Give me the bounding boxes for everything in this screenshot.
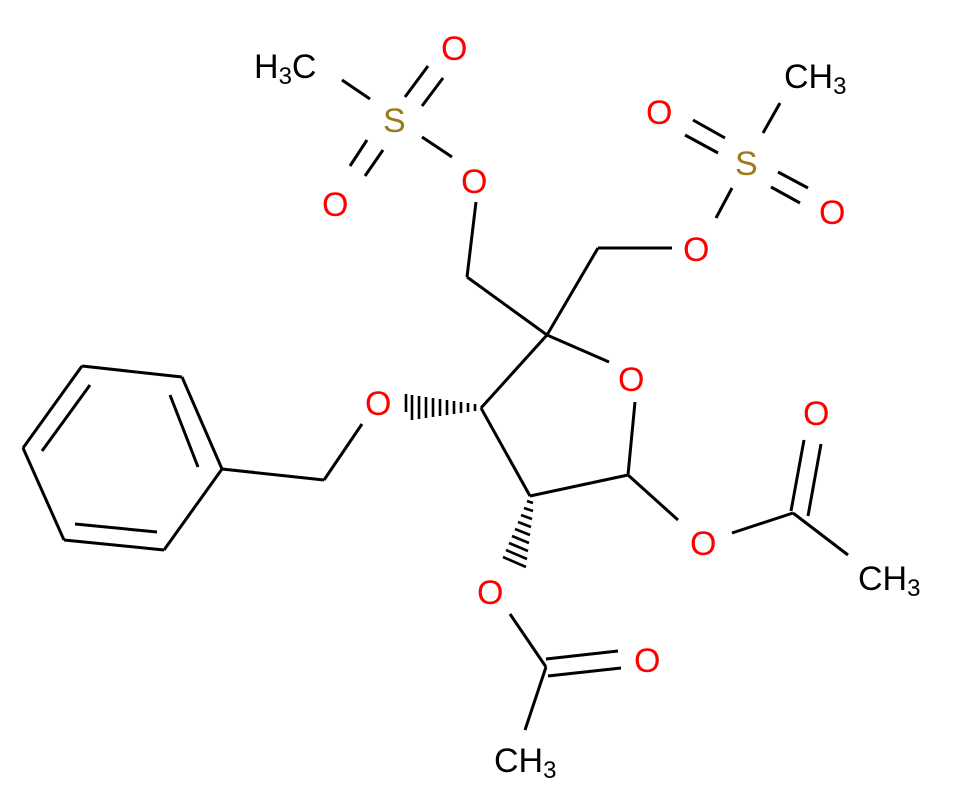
- c1-ester-oxygen-label: O: [690, 525, 716, 563]
- c1-acetate: [731, 439, 849, 557]
- mesyl-group-right: [598, 102, 809, 250]
- ms2-ester-oxygen-label: O: [683, 231, 709, 269]
- furanose-ring: [466, 247, 680, 522]
- ms1-sulfur-label: S: [383, 102, 406, 140]
- mesyl-group-left: [341, 65, 478, 278]
- ms1-ester-oxygen-label: O: [461, 163, 487, 201]
- ms2-oxygen-left-label: O: [646, 94, 672, 132]
- c2-ester-oxygen-label: O: [477, 574, 503, 612]
- c1-carbonyl-oxygen-label: O: [803, 395, 829, 433]
- ms1-oxygen-top-label: O: [441, 30, 467, 68]
- c2-carbonyl-oxygen-label: O: [634, 642, 660, 680]
- ms1-methyl-label: H3C: [254, 48, 316, 90]
- hashed-wedge-c2: [502, 499, 534, 569]
- benzyl-oxygen-label: O: [365, 385, 391, 423]
- c2-acetate: [508, 613, 622, 731]
- ms2-methyl-label: CH3: [784, 58, 846, 100]
- c1-acetyl-methyl-label: CH3: [858, 560, 920, 602]
- hashed-wedge-c3: [404, 394, 477, 420]
- ms2-sulfur-label: S: [735, 145, 758, 183]
- ms1-oxygen-bottom-label: O: [322, 186, 348, 224]
- benzyl-group: [21, 364, 364, 552]
- ms2-oxygen-right-label: O: [819, 194, 845, 232]
- ring-oxygen-label: O: [618, 361, 644, 399]
- c2-acetyl-methyl-label: CH3: [494, 742, 556, 784]
